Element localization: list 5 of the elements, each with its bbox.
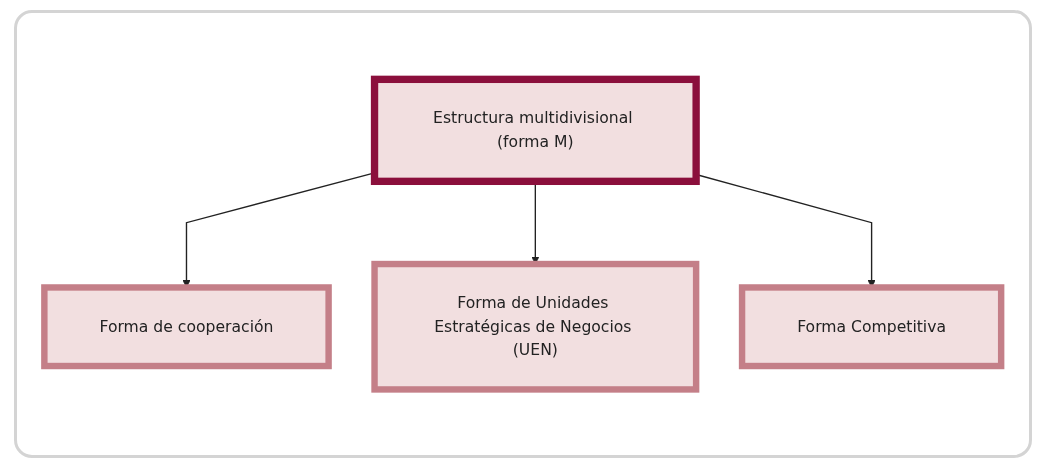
node-box xyxy=(41,283,333,369)
node-box xyxy=(371,75,701,185)
node-box xyxy=(371,260,700,393)
node-box xyxy=(739,283,1005,369)
panel-background: Estructura multidivisional (forma M) Forma de cooperación Forma de Unidades Estratégicas de Negocios (UEN) Forma Competitiva xyxy=(14,10,1032,458)
